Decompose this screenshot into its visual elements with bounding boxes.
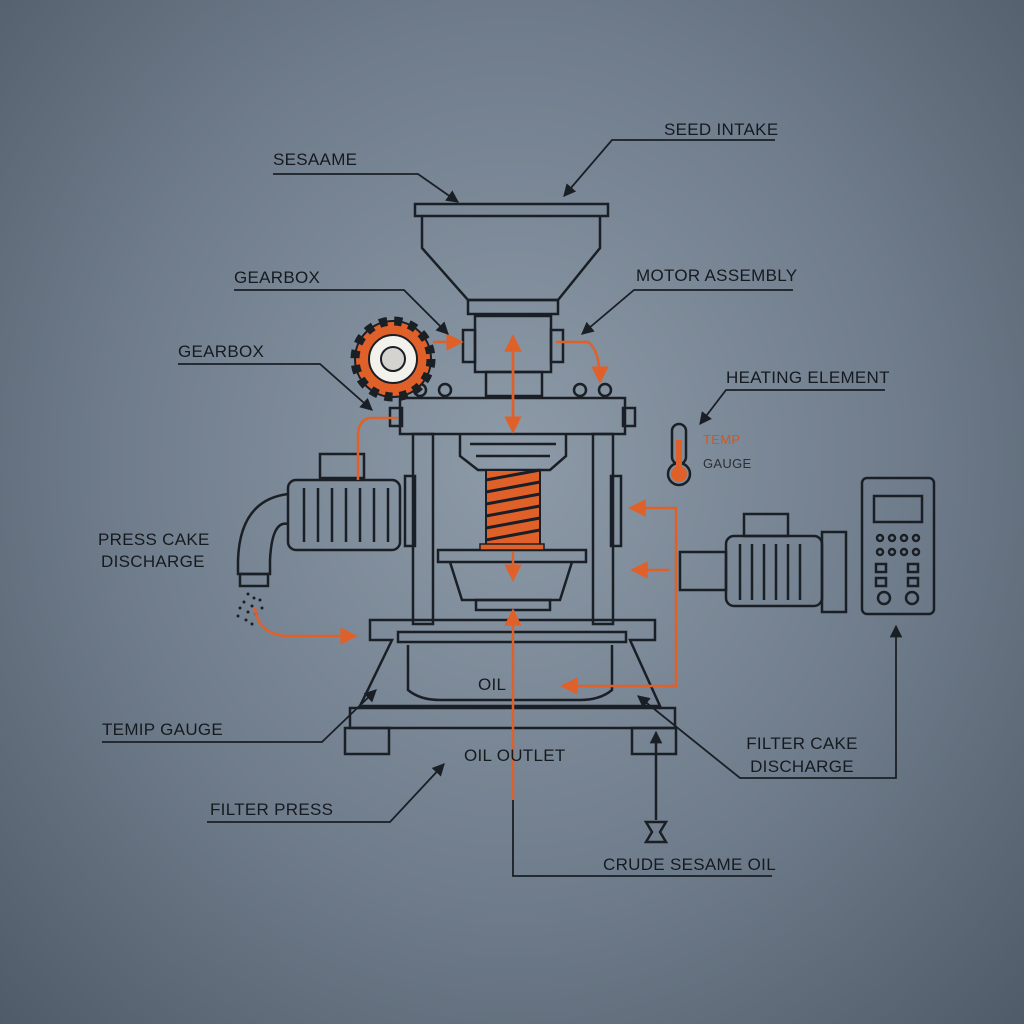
oil-outlet-label: OIL OUTLET (464, 746, 566, 765)
leader-lines (102, 139, 903, 877)
gauge-small-label: GAUGE (703, 456, 752, 471)
press-gear-housing (458, 434, 568, 472)
press-screw (479, 468, 545, 551)
control-panel-icon (860, 476, 936, 616)
left-motor (236, 452, 402, 588)
oil-label: OIL (478, 675, 507, 694)
filter-press-label: FILTER PRESS (210, 800, 334, 819)
crude-sesame-oil-label: CRUDE SESAME OIL (603, 855, 776, 874)
sesame-label: SESAAME (273, 150, 358, 169)
temp-small-label: TEMP (703, 432, 741, 447)
motor-assembly-label: MOTOR ASSEMBLY (636, 266, 798, 285)
oil-flow-paths (253, 333, 678, 800)
heating-element-label: HEATING ELEMENT (726, 368, 890, 387)
press-cake-label-line2: DISCHARGE (101, 552, 205, 571)
seed-hopper (413, 202, 610, 316)
filter-cake-label-line2: DISCHARGE (750, 757, 854, 776)
gear-icon (350, 316, 436, 402)
gearbox-top-label: GEARBOX (234, 268, 321, 287)
temp-gauge-label: TEMIP GAUGE (102, 720, 224, 739)
press-columns (403, 432, 623, 626)
gearbox-left-label: GEARBOX (178, 342, 265, 361)
filter-press-symbol (643, 740, 669, 844)
drive-gear (350, 316, 436, 402)
right-motor (678, 512, 848, 614)
thermometer-bulb (671, 440, 687, 482)
press-cake-label-line1: PRESS CAKE (98, 530, 210, 549)
seed-intake-label: SEED INTAKE (664, 120, 779, 139)
filter-cake-label-line1: FILTER CAKE (746, 734, 858, 753)
